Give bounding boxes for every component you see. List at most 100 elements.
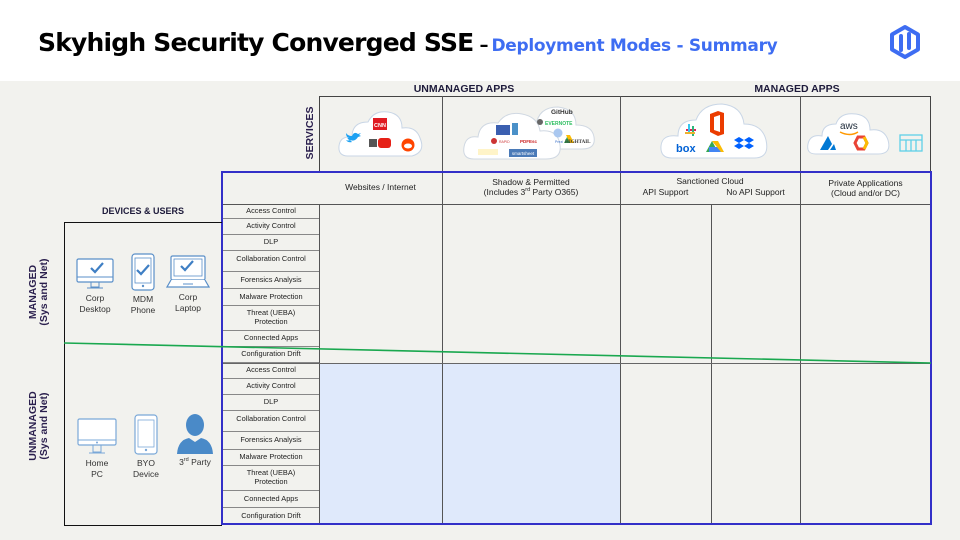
col-shadow-line2: (Includes 3rd Party O365) xyxy=(442,187,620,197)
device-label: BYO xyxy=(137,458,155,468)
feature-row: Access Control xyxy=(223,363,319,379)
col-shadow: Shadow & Permitted (Includes 3rd Party O… xyxy=(442,177,620,197)
col-no-api-support: No API Support xyxy=(726,187,785,197)
pdfescape-icon: PDFEsc xyxy=(520,139,538,144)
devices-users-label: DEVICES & USERS xyxy=(101,206,185,216)
slide-header: Skyhigh Security Converged SSE–Deploymen… xyxy=(0,0,960,81)
device-home-pc: Home PC xyxy=(76,418,118,479)
datacenter-icon xyxy=(899,134,923,152)
device-label: Phone xyxy=(130,304,156,315)
mode-divider xyxy=(221,363,932,364)
col-private-line1: Private Applications xyxy=(828,178,903,188)
sanctioned-cloud: box xyxy=(660,103,768,159)
text: Party O365) xyxy=(530,187,579,198)
desktop-icon xyxy=(77,418,117,454)
col-websites: Websites / Internet xyxy=(345,182,416,192)
managed-mode-label: MANAGED (Sys and Net) xyxy=(27,244,58,340)
col-sanctioned: Sanctioned Cloud xyxy=(676,176,744,186)
aws-icon: aws xyxy=(840,121,858,132)
prezi-icon xyxy=(553,128,563,138)
unmanaged-apps-label: UNMANAGED APPS xyxy=(413,83,515,95)
divider xyxy=(620,96,621,171)
smartsheet-icon xyxy=(509,149,537,157)
device-label: Corp xyxy=(85,293,105,303)
title-separator: – xyxy=(479,35,489,56)
slide-title: Skyhigh Security Converged SSE–Deploymen… xyxy=(38,28,778,57)
feature-row: Connected Apps xyxy=(223,491,319,508)
slack-icon xyxy=(685,124,696,136)
feature-row: Connected Apps xyxy=(223,331,319,347)
feature-row: Activity Control xyxy=(223,219,319,235)
youtube-icon xyxy=(378,138,391,148)
superscript: rd xyxy=(183,457,189,464)
device-label: Corp xyxy=(178,292,198,302)
feature-row: Threat (UEBA) Protection xyxy=(223,306,319,331)
phone-icon xyxy=(134,414,158,455)
device-label: MDM xyxy=(132,294,154,304)
text: Party xyxy=(188,457,211,467)
managed-apps-label: MANAGED APPS xyxy=(754,83,840,95)
phone-check-icon xyxy=(131,253,155,291)
divider xyxy=(711,204,712,524)
device-label: 3rd Party xyxy=(172,457,218,468)
svg-text:Prezi: Prezi xyxy=(555,140,563,144)
devices-box xyxy=(64,222,222,526)
title-main: Skyhigh Security Converged SSE xyxy=(38,28,474,57)
col-private: Private Applications (Cloud and/or DC) xyxy=(800,178,931,198)
cnn-icon xyxy=(373,118,387,130)
unmanaged-coverage-highlight xyxy=(319,363,620,524)
feature-row: Forensics Analysis xyxy=(223,432,319,450)
github-icon: GitHub xyxy=(551,109,573,116)
device-label: Device xyxy=(133,468,159,479)
device-corp-laptop: Corp Laptop xyxy=(166,255,210,313)
device-label: Laptop xyxy=(175,302,201,313)
feature-row: DLP xyxy=(223,395,319,411)
text: (Includes 3 xyxy=(483,187,526,198)
device-label: Desktop xyxy=(79,303,111,314)
col-shadow-line1: Shadow & Permitted xyxy=(492,177,570,187)
office365-icon xyxy=(710,111,724,136)
device-3rd-party: 3rd Party xyxy=(172,412,218,468)
col-private-line2: (Cloud and/or DC) xyxy=(831,188,900,199)
device-corp-desktop: Corp Desktop xyxy=(74,258,116,314)
box-app-icon xyxy=(496,125,510,135)
laptop-check-icon xyxy=(166,255,210,288)
svg-text:RAPID: RAPID xyxy=(499,140,510,144)
svg-text:EVERNOTE: EVERNOTE xyxy=(545,121,573,127)
services-row xyxy=(319,96,931,171)
feature-row: Collaboration Control xyxy=(223,251,319,272)
feature-row: Malware Protection xyxy=(223,289,319,306)
superscript: rd xyxy=(525,187,531,194)
feature-row: Access Control xyxy=(223,204,319,219)
divider xyxy=(800,96,801,171)
divider xyxy=(620,173,621,524)
svg-text:smartsheet: smartsheet xyxy=(512,151,535,156)
divider xyxy=(319,204,320,524)
feature-row: Forensics Analysis xyxy=(223,272,319,289)
shadow-cloud: GitHub EVERNOTE Prezi HIGHTAIL RAPID PDF… xyxy=(463,106,595,160)
label-line: (Sys and Net) xyxy=(38,392,51,460)
cnn-text: CNN xyxy=(374,123,386,129)
private-cloud: aws xyxy=(807,113,923,155)
device-label: Home xyxy=(85,458,109,468)
feature-row: Malware Protection xyxy=(223,450,319,466)
col-api-support: API Support xyxy=(642,187,689,197)
device-byo: BYO Device xyxy=(128,414,164,479)
skyhigh-logo-icon xyxy=(890,25,920,59)
app-icon xyxy=(491,138,497,144)
feature-row: Threat (UEBA) Protection xyxy=(223,466,319,491)
feature-row: Configuration Drift xyxy=(241,510,301,520)
unmanaged-mode-label: UNMANAGED (Sys and Net) xyxy=(27,371,58,481)
feature-row: Collaboration Control xyxy=(223,411,319,432)
text: 3 xyxy=(179,457,184,467)
feature-row: DLP xyxy=(223,235,319,251)
websites-cloud: CNN xyxy=(338,111,423,157)
youtube-you-icon xyxy=(369,139,377,147)
feature-row: Activity Control xyxy=(223,379,319,395)
divider xyxy=(442,96,443,171)
services-label: SERVICES xyxy=(304,106,316,160)
device-label: PC xyxy=(91,468,103,479)
label-line: (Sys and Net) xyxy=(38,258,51,326)
person-icon xyxy=(177,414,213,454)
hightail-icon: HIGHTAIL xyxy=(565,140,591,145)
